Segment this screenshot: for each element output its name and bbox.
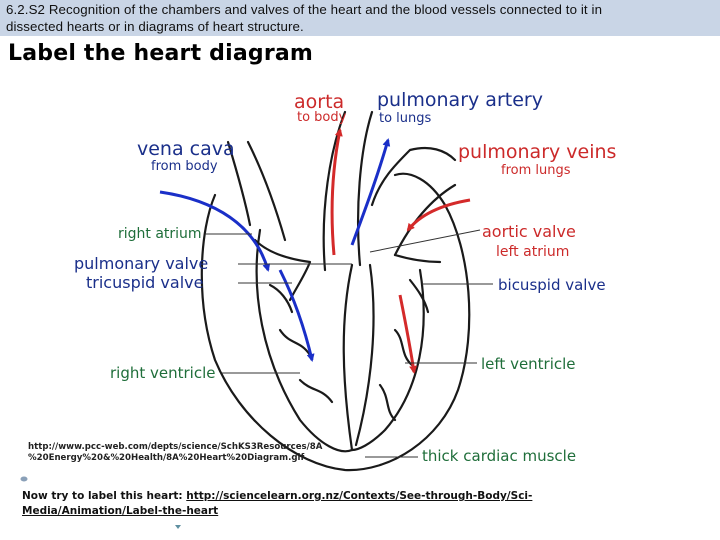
link-icon (20, 476, 28, 482)
leader-aortic-valve (369, 229, 481, 253)
citation-line-1: http://www.pcc-web.com/depts/science/Sch… (28, 442, 323, 452)
right-ventricle-arrow (278, 269, 315, 362)
tricuspid-valve-flap (268, 283, 294, 314)
page-title: Label the heart diagram (8, 41, 314, 66)
blood-flow-arrows (159, 128, 471, 374)
label-aortic-valve: aortic valve (482, 222, 576, 241)
muscle-texture-3 (393, 328, 414, 367)
right-atrium-chamber (253, 238, 312, 302)
footer-instructions: Now try to label this heart: http://scie… (22, 489, 672, 519)
label-right-atrium: right atrium (118, 226, 202, 242)
muscle-texture-1 (278, 328, 312, 357)
heart-outline (200, 110, 471, 472)
label-vena-cava: vena cava (137, 138, 235, 160)
label-from-body: from body (151, 159, 218, 174)
vena-cava-arrow (159, 190, 271, 272)
leader-lines (205, 229, 493, 458)
vena-cava-vessel-right (246, 140, 287, 242)
heart-outer-wall (200, 172, 471, 472)
footer-link[interactable]: http://sciencelearn.org.nz/Contexts/See-… (22, 490, 533, 517)
label-pulmonary-valve: pulmonary valve (74, 254, 208, 273)
label-tricuspid-valve: tricuspid valve (86, 273, 203, 292)
label-pulmonary-artery: pulmonary artery (377, 89, 543, 111)
citation-line-2: %20Energy%20&%20Health/8A%20Heart%20Diag… (28, 453, 305, 463)
label-pulmonary-veins: pulmonary veins (458, 141, 616, 163)
label-from-lungs: from lungs (501, 163, 571, 178)
left-atrium-chamber (393, 253, 442, 264)
label-to-lungs: to lungs (379, 111, 432, 126)
pulmonary-veins-arrow (406, 198, 471, 232)
septum (342, 263, 354, 452)
pulmonary-artery-vessel (370, 146, 457, 207)
aorta-arrow (330, 128, 343, 256)
objective-line-1: 6.2.S2 Recognition of the chambers and v… (6, 2, 603, 17)
footer-prefix: Now try to label this heart: (22, 490, 183, 502)
label-left-ventricle: left ventricle (481, 355, 576, 373)
septum-right (354, 263, 375, 447)
label-left-atrium: left atrium (496, 244, 569, 260)
aorta-vessel-left (322, 110, 347, 272)
bicuspid-valve-flap (408, 278, 430, 314)
muscle-texture-4 (378, 383, 397, 422)
left-ventricle-arrow (398, 294, 418, 374)
objective-banner: 6.2.S2 Recognition of the chambers and v… (0, 0, 720, 36)
pulmonary-artery-arrow (350, 138, 391, 246)
audio-icon (175, 525, 181, 529)
heart-inner-wall-left (255, 228, 354, 453)
vena-cava-vessel-left (226, 140, 252, 227)
label-to-body: to body (297, 110, 347, 125)
muscle-texture-2 (298, 378, 334, 404)
image-source-citation: http://www.pcc-web.com/depts/science/Sch… (28, 442, 348, 464)
aorta-vessel-right (356, 110, 374, 267)
heart-inner-wall-right (350, 268, 425, 452)
label-thick-cardiac-muscle: thick cardiac muscle (422, 447, 576, 465)
label-right-ventricle: right ventricle (110, 364, 215, 382)
pulmonary-veins-vessel (393, 183, 457, 257)
label-bicuspid-valve: bicuspid valve (498, 276, 606, 294)
label-aorta: aorta (294, 91, 344, 113)
objective-line-2: dissected hearts or in diagrams of heart… (6, 19, 304, 34)
